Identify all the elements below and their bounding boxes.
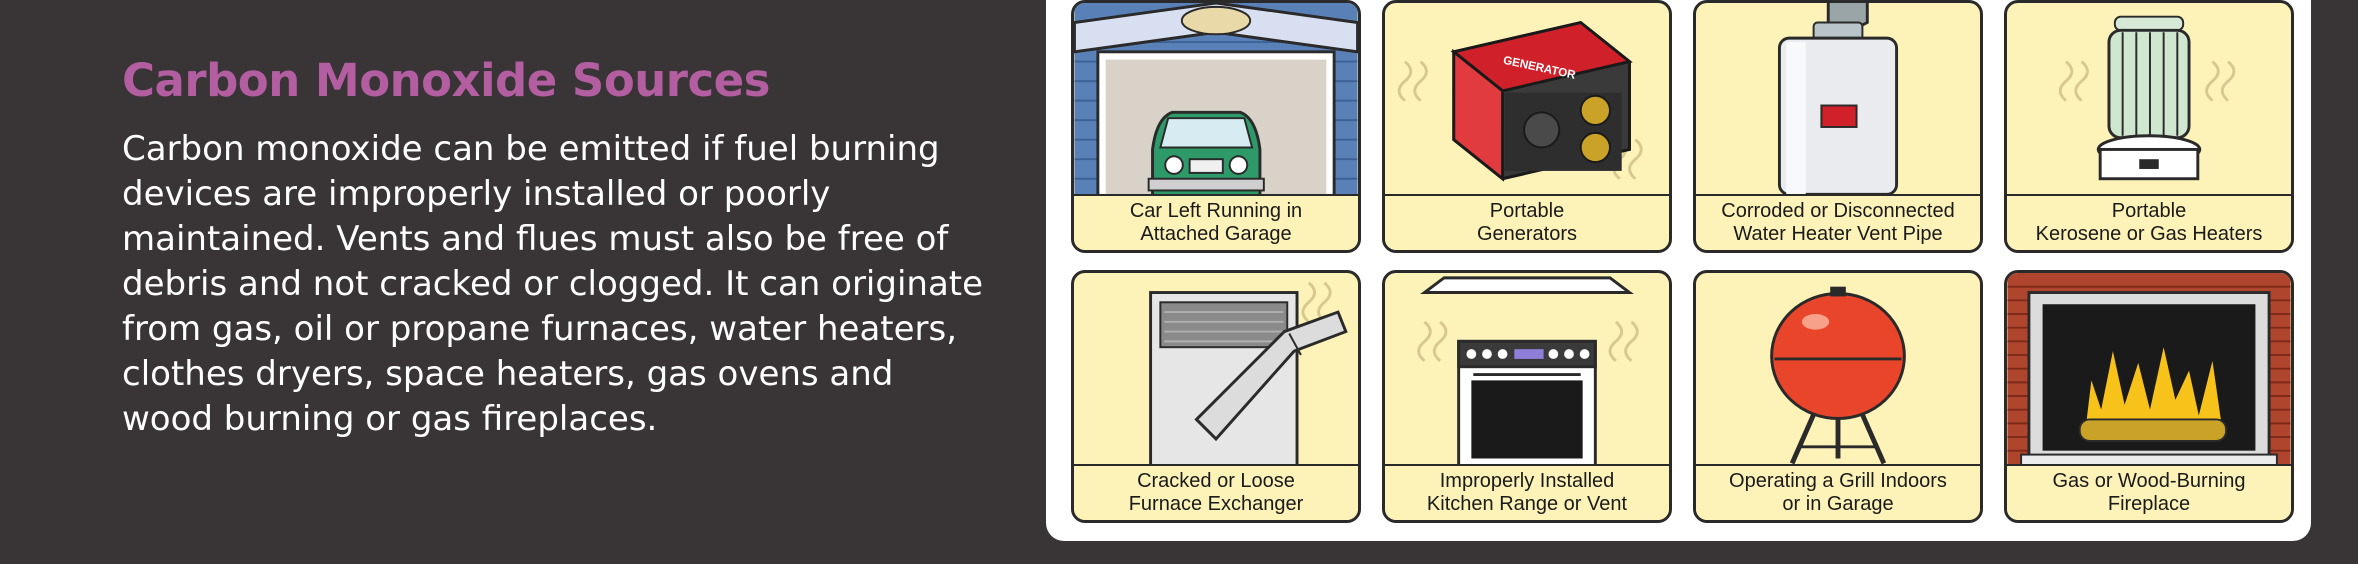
- generator-icon: GENERATOR: [1397, 20, 1643, 182]
- description-text: Carbon monoxide can be emitted if fuel b…: [122, 129, 984, 439]
- page-title: Carbon Monoxide Sources: [122, 54, 770, 107]
- fireplace-icon: [2007, 273, 2291, 470]
- water-heater-icon: [1777, 3, 1899, 196]
- grill-icon: [1770, 286, 1906, 465]
- kerosene-heater-icon: [2058, 15, 2236, 181]
- car-garage-icon: [1074, 3, 1358, 200]
- kitchen-range-icon: [1417, 276, 1639, 470]
- text-panel: Carbon Monoxide Sources Carbon monoxide …: [122, 54, 1042, 442]
- furnace-icon: [1149, 281, 1348, 470]
